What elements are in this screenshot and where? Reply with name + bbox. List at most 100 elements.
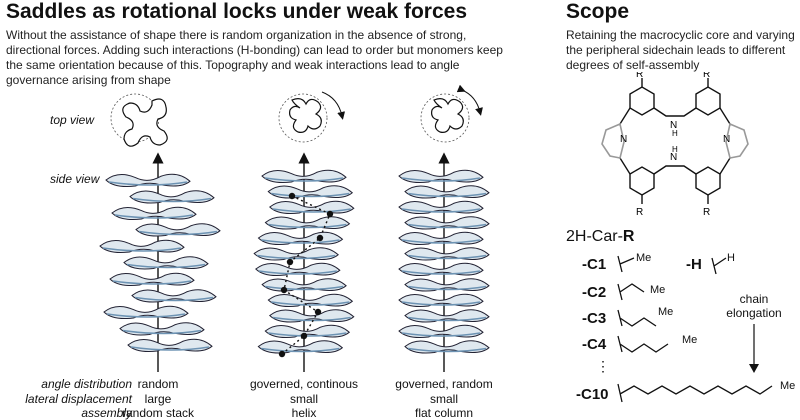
- chain-c2-structure: [617, 283, 645, 301]
- elongation-label: chain elongation: [726, 292, 782, 320]
- elongation-arrow: [749, 324, 759, 373]
- chain-c10-structure: [617, 383, 773, 403]
- helix-stack-plate-edge: [272, 208, 351, 213]
- column-stack-plate-edge: [401, 239, 481, 244]
- column-stack-plate-edge: [407, 254, 487, 260]
- random-stack-plate-edge: [130, 346, 210, 351]
- chain-c2-end: Me: [650, 284, 666, 296]
- helix-dot: [316, 234, 324, 242]
- chain-c3-end: Me: [658, 306, 674, 318]
- helix-dot: [280, 286, 288, 294]
- scope-description: Retaining the macrocyclic core and varyi…: [566, 28, 795, 72]
- top-view-helix-shape: [278, 91, 346, 143]
- top-view-random-shape: [110, 93, 168, 147]
- column-stack-plate-edge: [401, 332, 481, 337]
- helix-stack-plate-edge: [265, 285, 344, 291]
- col3-assembly: flat column: [414, 406, 474, 420]
- random-stack-plate-edge: [122, 329, 202, 335]
- chain-c1-end: Me: [636, 252, 652, 264]
- svg-text:N: N: [670, 120, 677, 131]
- helix-dot: [288, 192, 296, 200]
- column-stack-plate-edge: [401, 208, 481, 213]
- chain-c3-label: -C3: [582, 310, 607, 327]
- top-view-label: top view: [50, 113, 95, 127]
- random-stack-plate-edge: [108, 181, 188, 186]
- helix-stack-plate-edge: [268, 223, 347, 229]
- svg-text:R: R: [703, 72, 710, 80]
- series-label: 2H-Car-R: [566, 228, 635, 245]
- chain-c2-label: -C2: [582, 284, 607, 301]
- chain-c1-structure: [617, 255, 635, 273]
- col1-assembly: random stack: [121, 406, 195, 420]
- col3-displacement: small: [429, 392, 458, 406]
- helix-dot: [326, 210, 334, 218]
- chain-ellipsis: ⋮: [596, 358, 610, 374]
- chain-c10-label: -C10: [576, 386, 609, 403]
- column-stack-plate-edge: [401, 270, 481, 275]
- helix-stack-plate-edge: [268, 332, 347, 337]
- chain-c4-label: -C4: [582, 336, 607, 353]
- random-stack-plate-edge: [138, 230, 218, 236]
- svg-text:N: N: [620, 134, 627, 145]
- side-view-label: side view: [50, 172, 100, 186]
- chain-c1-label: -C1: [582, 256, 607, 273]
- column-stack: [398, 169, 490, 354]
- row-label-assembly: assembly: [81, 406, 132, 420]
- svg-text:H: H: [672, 129, 678, 138]
- top-view-column-shape: [420, 84, 483, 143]
- column-stack-plate-edge: [407, 192, 487, 198]
- svg-text:R: R: [636, 207, 643, 218]
- helix-stack-plate-edge: [258, 270, 337, 275]
- column-stack-plate-edge: [407, 223, 487, 229]
- random-stack-plate-edge: [126, 263, 206, 269]
- helix-stack-plate-edge: [261, 347, 340, 353]
- macrocycle-molecule: N N N H N H R R R R: [601, 72, 749, 218]
- helix-stack: [253, 169, 355, 358]
- chain-c10-end: Me: [780, 380, 796, 392]
- helix-dot: [300, 332, 308, 340]
- chain-h-structure: [711, 257, 727, 275]
- row-label-angle: angle distribution: [41, 377, 132, 391]
- chain-c4-end: Me: [682, 334, 698, 346]
- left-description: Without the assistance of shape there is…: [6, 28, 503, 87]
- col2-angle: governed, continous: [249, 377, 359, 391]
- random-stack: [99, 173, 221, 353]
- helix-dot: [278, 350, 286, 358]
- chain-c4-structure: [617, 335, 669, 353]
- col1-angle: random: [137, 377, 179, 391]
- helix-stack-plate-edge: [271, 301, 350, 306]
- random-stack-plate-edge: [134, 296, 214, 302]
- column-stack-plate-edge: [401, 301, 481, 306]
- col3-angle: governed, random: [395, 377, 493, 391]
- helix-dot: [314, 308, 322, 316]
- column-stack-plate-edge: [407, 285, 487, 291]
- svg-text:R: R: [636, 72, 643, 80]
- chain-h-end: H: [727, 252, 735, 264]
- random-stack-plate-edge: [132, 197, 212, 203]
- col2-displacement: small: [289, 392, 318, 406]
- column-stack-plate-edge: [407, 316, 487, 322]
- left-title: Saddles as rotational locks under weak f…: [6, 0, 468, 23]
- helix-stack-plate-edge: [271, 192, 350, 198]
- scope-title: Scope: [566, 0, 630, 23]
- chain-c3-structure: [617, 309, 657, 327]
- helix-stack-plate-edge: [257, 254, 336, 260]
- helix-stack-plate-edge: [264, 177, 344, 182]
- chain-h-label: -H: [686, 256, 702, 273]
- col2-assembly: helix: [291, 406, 317, 420]
- random-stack-plate-edge: [112, 280, 192, 285]
- helix-path: [281, 195, 331, 355]
- assembly-diagram: [99, 84, 490, 372]
- svg-text:H: H: [672, 145, 678, 154]
- col1-displacement: large: [144, 392, 172, 406]
- random-stack-plate-edge: [102, 247, 182, 252]
- helix-stack-plate-edge: [261, 239, 340, 244]
- svg-text:N: N: [723, 134, 730, 145]
- row-label-displacement: lateral displacement: [25, 392, 132, 406]
- svg-text:N: N: [670, 152, 677, 163]
- random-stack-plate-edge: [106, 313, 186, 318]
- column-stack-plate-edge: [401, 177, 481, 182]
- random-stack-plate-edge: [114, 214, 194, 219]
- column-stack-plate-edge: [407, 347, 487, 353]
- svg-text:R: R: [703, 207, 710, 218]
